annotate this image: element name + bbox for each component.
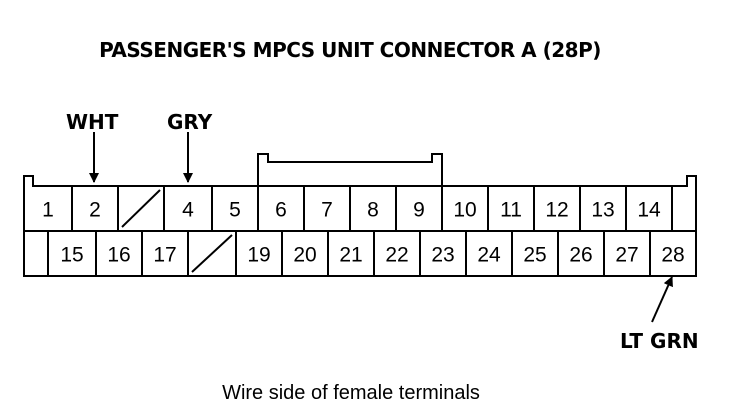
pin-5: 5 [229,199,241,222]
pin-26: 26 [569,244,592,267]
arrow-lt-grn [651,276,673,323]
pin-9: 9 [413,199,425,222]
pin-23: 23 [431,244,454,267]
pin-27: 27 [615,244,638,267]
empty-cavity-mark [191,234,233,273]
pin-21: 21 [339,244,362,267]
diagram-title: PASSENGER'S MPCS UNIT CONNECTOR A (28P) [99,38,601,62]
diagram-caption: Wire side of female terminals [222,382,480,404]
pin-28: 28 [661,244,684,267]
pin-17: 17 [153,244,176,267]
pin-14: 14 [637,199,661,222]
pin-19: 19 [247,244,270,267]
pin-24: 24 [477,244,501,267]
pin-20: 20 [293,244,316,267]
empty-cavity-mark [121,189,161,228]
pin-13: 13 [591,199,614,222]
wire-label-lt-grn: LT GRN [620,329,699,353]
pin-7: 7 [321,199,333,222]
pin-15: 15 [60,244,83,267]
pin-11: 11 [500,199,522,222]
pin-16: 16 [107,244,130,267]
pin-22: 22 [385,244,408,267]
pin-12: 12 [545,199,568,222]
pin-25: 25 [523,244,546,267]
wire-arrows [89,132,673,323]
pin-1: 1 [42,199,54,222]
pin-4: 4 [182,199,194,222]
connector-body [23,153,697,277]
wire-label-wht: WHT [66,110,119,134]
wire-label-gry: GRY [167,110,213,134]
pin-8: 8 [367,199,379,222]
pin-2: 2 [89,199,101,222]
pin-6: 6 [275,199,287,222]
pin-10: 10 [453,199,476,222]
